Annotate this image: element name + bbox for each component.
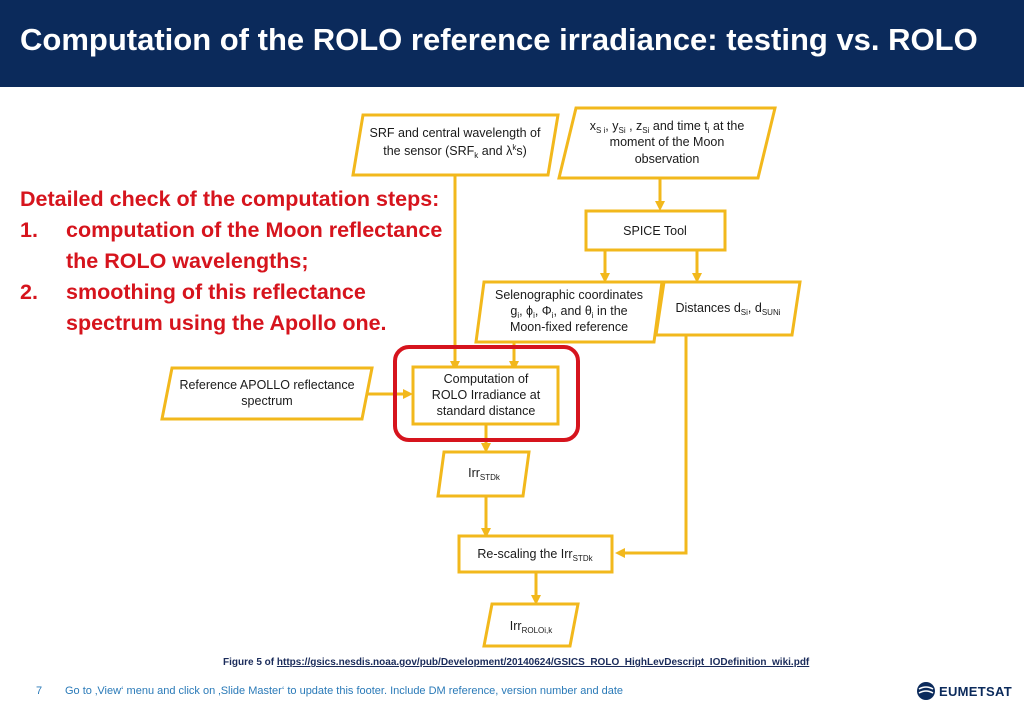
- xyz-label-line3: observation: [635, 152, 700, 166]
- computation-label: Computation of: [444, 372, 529, 386]
- step-2-line1: smoothing of this reflectance: [66, 280, 366, 304]
- srf-label: SRF and central wavelength of: [370, 126, 541, 140]
- rescaling-box: [457, 534, 614, 574]
- irrrolo-label: IrrROLOi,k: [510, 619, 553, 635]
- step-1-number: 1.: [20, 218, 38, 242]
- irrstd-parallelogram: [436, 450, 531, 498]
- seleno-label-line2: gi, ϕi, Φi, and θi in the: [510, 304, 627, 320]
- step-1: 1. computation of the Moon reflectance t…: [20, 215, 490, 277]
- eumetsat-logo-icon: [917, 682, 935, 700]
- xyz-parallelogram: [557, 106, 777, 180]
- header-bar: Computation of the ROLO reference irradi…: [0, 0, 1024, 87]
- computation-label-line3: standard distance: [437, 404, 536, 418]
- distances-label: Distances dSi, dSUNi: [675, 301, 780, 317]
- distances-parallelogram: [654, 280, 802, 337]
- step-2-line2: spectrum using the Apollo one.: [66, 311, 387, 335]
- caption-prefix: Figure 5 of: [223, 657, 277, 668]
- xyz-label: xS i, ySi , zSi and time ti at the: [590, 119, 745, 135]
- xyz-label-line2: moment of the Moon: [610, 135, 725, 149]
- logo-text: EUMETSAT: [939, 684, 1012, 699]
- seleno-label: Selenographic coordinates: [495, 288, 643, 302]
- highlight-frame: [393, 345, 580, 442]
- caption-link[interactable]: https://gsics.nesdis.noaa.gov/pub/Develo…: [276, 657, 810, 668]
- step-1-line1: computation of the Moon reflectance: [66, 218, 443, 242]
- irrrolo-parallelogram: [482, 602, 580, 648]
- spice-label: SPICE Tool: [623, 224, 687, 238]
- step-2: 2. smoothing of this reflectance spectru…: [20, 277, 490, 339]
- seleno-parallelogram: [474, 280, 664, 344]
- computation-box: [411, 365, 560, 426]
- figure-caption: Figure 5 of https://gsics.nesdis.noaa.go…: [223, 657, 809, 668]
- apollo-label: Reference APOLLO reflectance: [179, 378, 354, 392]
- page-title: Computation of the ROLO reference irradi…: [20, 22, 978, 57]
- page-number: 7: [36, 685, 43, 697]
- apollo-parallelogram: [160, 366, 374, 421]
- steps-heading: Detailed check of the computation steps:: [20, 187, 440, 211]
- footer-text: Go to ‚View‘ menu and click on ‚Slide Ma…: [65, 685, 624, 697]
- step-2-number: 2.: [20, 280, 38, 304]
- srf-label-line2: the sensor (SRFk and λks): [383, 143, 527, 160]
- arrow-distances-to-rescaling: [615, 335, 688, 558]
- computation-steps-text: Detailed check of the computation steps:…: [20, 184, 490, 339]
- spice-box: [584, 209, 727, 252]
- step-1-line2: the ROLO wavelengths;: [66, 249, 309, 273]
- computation-label-line2: ROLO Irradiance at: [432, 388, 541, 402]
- apollo-label-line2: spectrum: [241, 394, 292, 408]
- seleno-label-line3: Moon-fixed reference: [510, 320, 628, 334]
- rescaling-label: Re-scaling the IrrSTDk: [477, 547, 593, 563]
- srf-parallelogram: [351, 113, 560, 177]
- irrstd-label: IrrSTDk: [468, 466, 501, 482]
